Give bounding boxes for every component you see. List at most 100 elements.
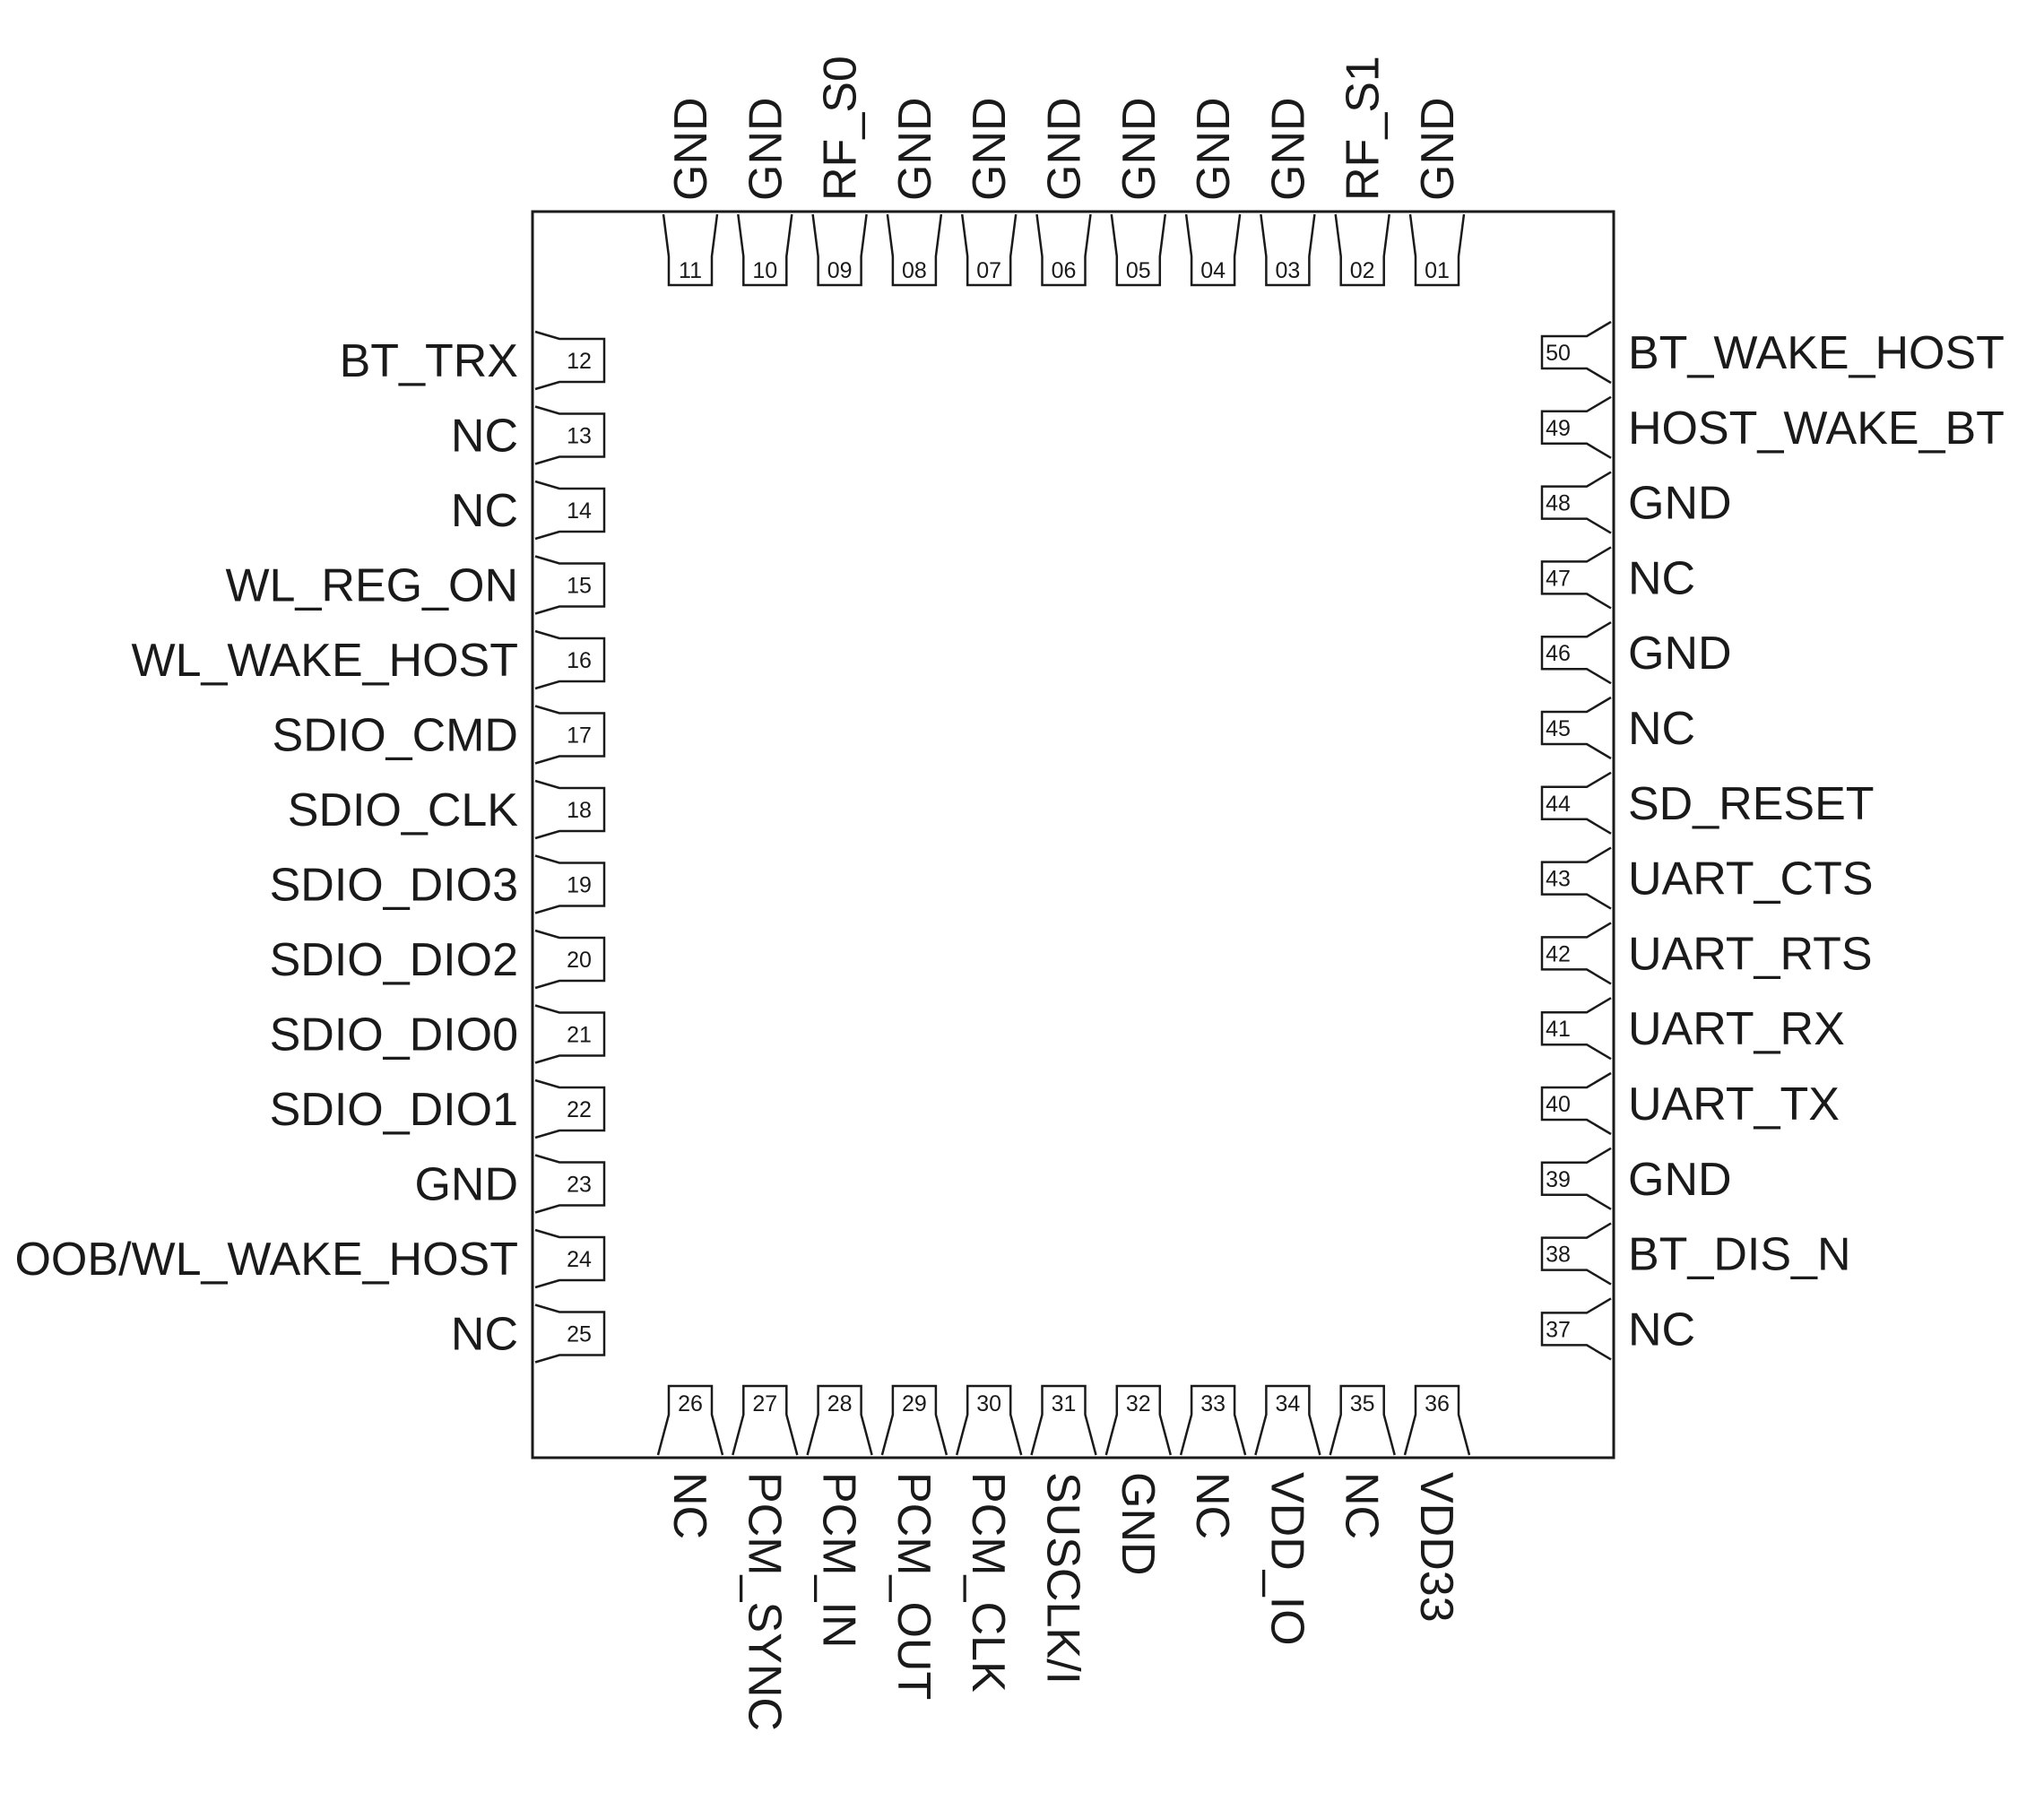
pin-number: 15 [567,574,592,599]
pin-label-nc: NC [451,411,518,463]
pin-label-gnd: GND [1039,97,1091,201]
pin-number: 14 [567,498,592,524]
pin-pad [534,779,606,840]
pin-pad [1540,546,1612,610]
pin-label-nc: NC [1628,552,1695,604]
pin-label-vdd33: VDD33 [1410,1472,1462,1623]
pin-number: 50 [1546,341,1571,366]
module-body-outline [531,210,1615,1460]
pin-number: 16 [567,648,592,673]
pin-number: 23 [567,1173,592,1198]
pin-label-sdio-dio1: SDIO_DIO1 [270,1084,518,1136]
pin-number: 10 [752,258,777,283]
pin-number: 49 [1546,416,1571,441]
pin-number: 34 [1275,1391,1300,1416]
pin-pad [1403,1384,1471,1456]
pin-label-nc: NC [451,485,518,537]
pin-label-bt-dis-n: BT_DIS_N [1628,1229,1851,1281]
pin-number: 31 [1052,1391,1077,1416]
pin-label-pcm-in: PCM_IN [813,1472,865,1648]
pin-label-pcm-out: PCM_OUT [888,1472,940,1700]
pin-pad [811,213,868,287]
pin-pad [1035,213,1092,287]
pin-number: 27 [752,1391,777,1416]
pin-number: 47 [1546,566,1571,591]
pin-22: 22 SDIO_DIO1 [270,1078,606,1139]
pin-pad [534,705,606,765]
pin-pad [886,213,943,287]
pin-label-nc: NC [1336,1472,1388,1539]
pin-pad [534,629,606,690]
pin-label-uart-rx: UART_RX [1628,1003,1845,1055]
pin-pad [534,1304,606,1364]
pin-pad [960,213,1018,287]
pin-pad [1540,696,1612,760]
pin-pad [1408,213,1466,287]
pin-number: 37 [1546,1317,1571,1342]
pin-number: 08 [902,258,927,283]
pin-14: 14 NC [451,480,606,541]
pin-pad [534,330,606,391]
pin-pad [880,1384,948,1456]
pin-number: 09 [827,258,853,283]
pin-label-uart-cts: UART_CTS [1628,853,1874,905]
pin-number: 32 [1126,1391,1151,1416]
pin-pad [1334,213,1390,287]
pin-number: 20 [567,948,592,973]
pin-label-gnd: GND [889,97,941,201]
pin-pad [1540,997,1612,1061]
left-pin-column: 12BT_TRX13NC14NC15WL_REG_ON16WL_WAKE_HOS… [14,330,606,1364]
pin-number: 24 [567,1247,592,1272]
pin-number: 40 [1546,1092,1571,1117]
pin-pad [534,1154,606,1214]
pin-label-gnd: GND [1262,97,1314,201]
pin-label-gnd: GND [1412,97,1464,201]
pin-label-sdio-clk: SDIO_CLK [288,784,519,836]
pin-number: 43 [1546,867,1571,892]
pin-pad [662,213,719,287]
pin-label-uart-tx: UART_TX [1628,1078,1840,1130]
pin-15: 15 WL_REG_ON [225,555,606,615]
pin-pad [1540,320,1612,385]
pin-label-gnd: GND [1112,1472,1164,1576]
pin-47: 47 NC [1540,546,1695,610]
pin-label-bt-wake-host: BT_WAKE_HOST [1628,327,2005,379]
pin-label-vdd-io: VDD_IO [1260,1472,1312,1646]
pin-number: 36 [1425,1391,1450,1416]
pin-pad [534,480,606,541]
pin-pad [656,1384,724,1456]
pin-pad [1540,922,1612,985]
pin-number: 11 [679,258,702,283]
pin-label-wl-reg-on: WL_REG_ON [225,560,518,612]
pin-pad [955,1384,1023,1456]
pin-number: 22 [567,1097,592,1122]
pin-label-sdio-cmd: SDIO_CMD [273,710,518,762]
pin-label-pcm-clk: PCM_CLK [962,1472,1014,1693]
pin-label-pcm-sync: PCM_SYNC [738,1472,790,1731]
pin-pad [534,929,606,990]
pin-pad [1540,471,1612,534]
pin-pad [806,1384,873,1456]
